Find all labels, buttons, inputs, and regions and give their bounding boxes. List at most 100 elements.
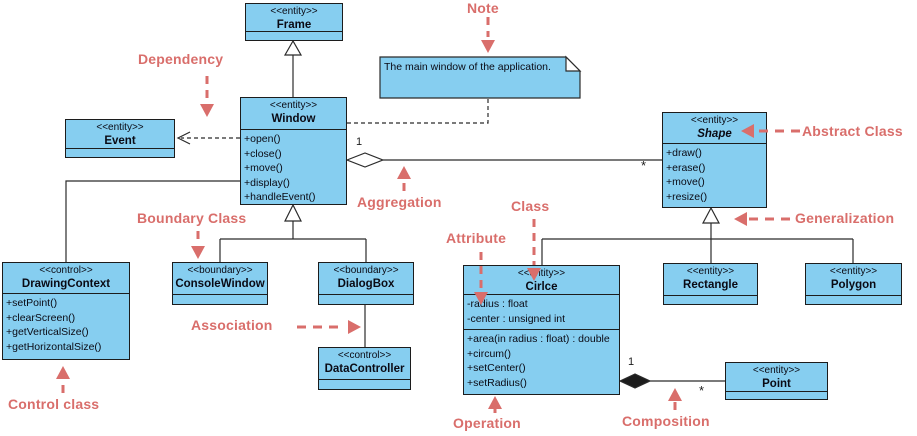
class-shape[interactable]: <<entity>> Shape +draw() +erase() +move(… <box>662 112 767 208</box>
stereotype: <<boundary>> <box>187 265 253 276</box>
methods-compartment: +open() +close() +move() +display() +han… <box>241 129 346 204</box>
method-row: +getHorizontalSize() <box>6 340 102 353</box>
annotation-composition: Composition <box>622 413 710 429</box>
generalization-window-children-lines <box>219 221 367 262</box>
note-body-text: The main window of the application. <box>384 61 551 73</box>
method-row: +handleEvent() <box>244 191 316 204</box>
method-row: +open() <box>244 133 281 145</box>
stereotype: <<boundary>> <box>333 265 399 276</box>
class-dialogbox[interactable]: <<boundary>> DialogBox <box>318 262 414 305</box>
stereotype: <<entity>> <box>269 100 318 111</box>
annotation-control-class: Control class <box>8 396 100 412</box>
boundary-class-annotation-arrowhead <box>191 246 205 259</box>
class-drawingcontext[interactable]: <<control>> DrawingContext +setPoint() +… <box>2 262 130 360</box>
aggregation-hollow-diamond <box>345 152 385 168</box>
class-window[interactable]: <<entity>> Window +open() +close() +move… <box>240 97 347 205</box>
stereotype: <<entity>> <box>690 115 739 126</box>
multiplicity-composition-target: * <box>699 383 705 398</box>
generalization-triangle-window <box>284 203 302 222</box>
stereotype: <<entity>> <box>686 266 735 277</box>
note-annotation-arrowhead <box>481 40 495 53</box>
annotation-dependency: Dependency <box>138 51 224 67</box>
annotation-abstract-class: Abstract Class <box>802 123 903 139</box>
empty-compartment <box>66 148 174 157</box>
empty-compartment <box>246 31 342 40</box>
annotation-operation: Operation <box>453 415 521 431</box>
class-name: DataController <box>324 363 405 375</box>
stereotype: <<entity>> <box>752 365 801 376</box>
method-row: +setPoint() <box>6 297 58 309</box>
methods-compartment: +area(in radius : float) : double +circu… <box>464 329 619 396</box>
class-name: Rectangle <box>683 279 738 291</box>
class-name: DialogBox <box>337 278 395 290</box>
stereotype: <<entity>> <box>517 268 566 279</box>
class-rectangle[interactable]: <<entity>> Rectangle <box>663 263 758 305</box>
method-row: +resize() <box>666 190 708 203</box>
dependency-open-arrowhead <box>176 131 191 145</box>
class-name: Event <box>104 135 136 147</box>
method-row: +move() <box>666 176 705 189</box>
generalization-annotation-arrowhead <box>734 212 747 226</box>
note-folded-corner <box>565 55 582 72</box>
annotation-generalization: Generalization <box>795 210 895 226</box>
method-row: +erase() <box>666 161 706 174</box>
class-datacontroller[interactable]: <<control>> DataController <box>318 347 411 390</box>
empty-compartment <box>319 294 413 304</box>
stereotype: <<control>> <box>39 265 93 276</box>
stereotype: <<entity>> <box>829 266 878 277</box>
generalization-shape-children-lines <box>541 223 854 265</box>
class-event[interactable]: <<entity>> Event <box>65 119 175 158</box>
operation-annotation-arrowhead <box>488 396 502 409</box>
method-row: +area(in radius : float) : double <box>467 333 610 345</box>
methods-compartment: +draw() +erase() +move() +resize() <box>663 143 766 207</box>
class-name: ConsoleWindow <box>175 278 265 290</box>
method-row: +clearScreen() <box>6 311 76 324</box>
dependency-annotation-arrowhead <box>200 104 214 117</box>
stereotype: <<control>> <box>337 350 392 361</box>
class-name: Window <box>271 113 316 125</box>
attribute-row: -radius : float <box>467 298 528 310</box>
class-name: Point <box>762 378 791 390</box>
control-class-annotation-arrowhead <box>56 366 70 379</box>
annotation-class: Class <box>511 198 550 214</box>
method-row: +move() <box>244 162 283 175</box>
method-row: +getVerticalSize() <box>6 326 89 339</box>
class-consolewindow[interactable]: <<boundary>> ConsoleWindow <box>172 262 268 305</box>
class-frame[interactable]: <<entity>> Frame <box>245 3 343 41</box>
note-anchor-line <box>347 98 489 124</box>
class-name: Polygon <box>830 279 877 291</box>
empty-compartment <box>726 391 827 399</box>
method-row: +draw() <box>666 147 702 159</box>
methods-compartment: +setPoint() +clearScreen() +getVerticalS… <box>3 293 129 359</box>
generalization-triangle-frame <box>283 39 303 56</box>
composition-filled-diamond <box>618 373 652 389</box>
attributes-compartment: -radius : float -center : unsigned int <box>464 294 619 329</box>
stereotype: <<entity>> <box>96 122 144 133</box>
empty-compartment <box>319 379 410 389</box>
empty-compartment <box>664 295 757 304</box>
annotation-attribute: Attribute <box>446 230 507 246</box>
annotation-aggregation: Aggregation <box>357 194 442 210</box>
annotation-boundary-class: Boundary Class <box>137 210 247 226</box>
empty-compartment <box>173 294 267 304</box>
class-point[interactable]: <<entity>> Point <box>725 362 828 400</box>
composition-annotation-arrowhead <box>668 388 682 401</box>
empty-compartment <box>806 295 901 304</box>
method-row: +display() <box>244 176 290 189</box>
method-row: +setRadius() <box>467 376 527 389</box>
method-row: +setCenter() <box>467 362 526 375</box>
multiplicity-aggregation-target: * <box>641 158 647 173</box>
association-annotation-arrowhead <box>348 320 361 334</box>
class-name: Frame <box>276 19 312 31</box>
stereotype: <<entity>> <box>270 6 318 17</box>
method-row: +close() <box>244 147 282 160</box>
class-polygon[interactable]: <<entity>> Polygon <box>805 263 902 305</box>
method-row: +circum() <box>467 347 512 360</box>
class-name: DrawingContext <box>21 278 111 290</box>
class-circle[interactable]: <<entity>> Cirlce -radius : float -cente… <box>463 265 620 395</box>
generalization-triangle-shape <box>702 206 720 224</box>
class-name: Cirlce <box>525 281 558 293</box>
annotation-association: Association <box>191 317 273 333</box>
multiplicity-aggregation-source: 1 <box>356 136 363 148</box>
